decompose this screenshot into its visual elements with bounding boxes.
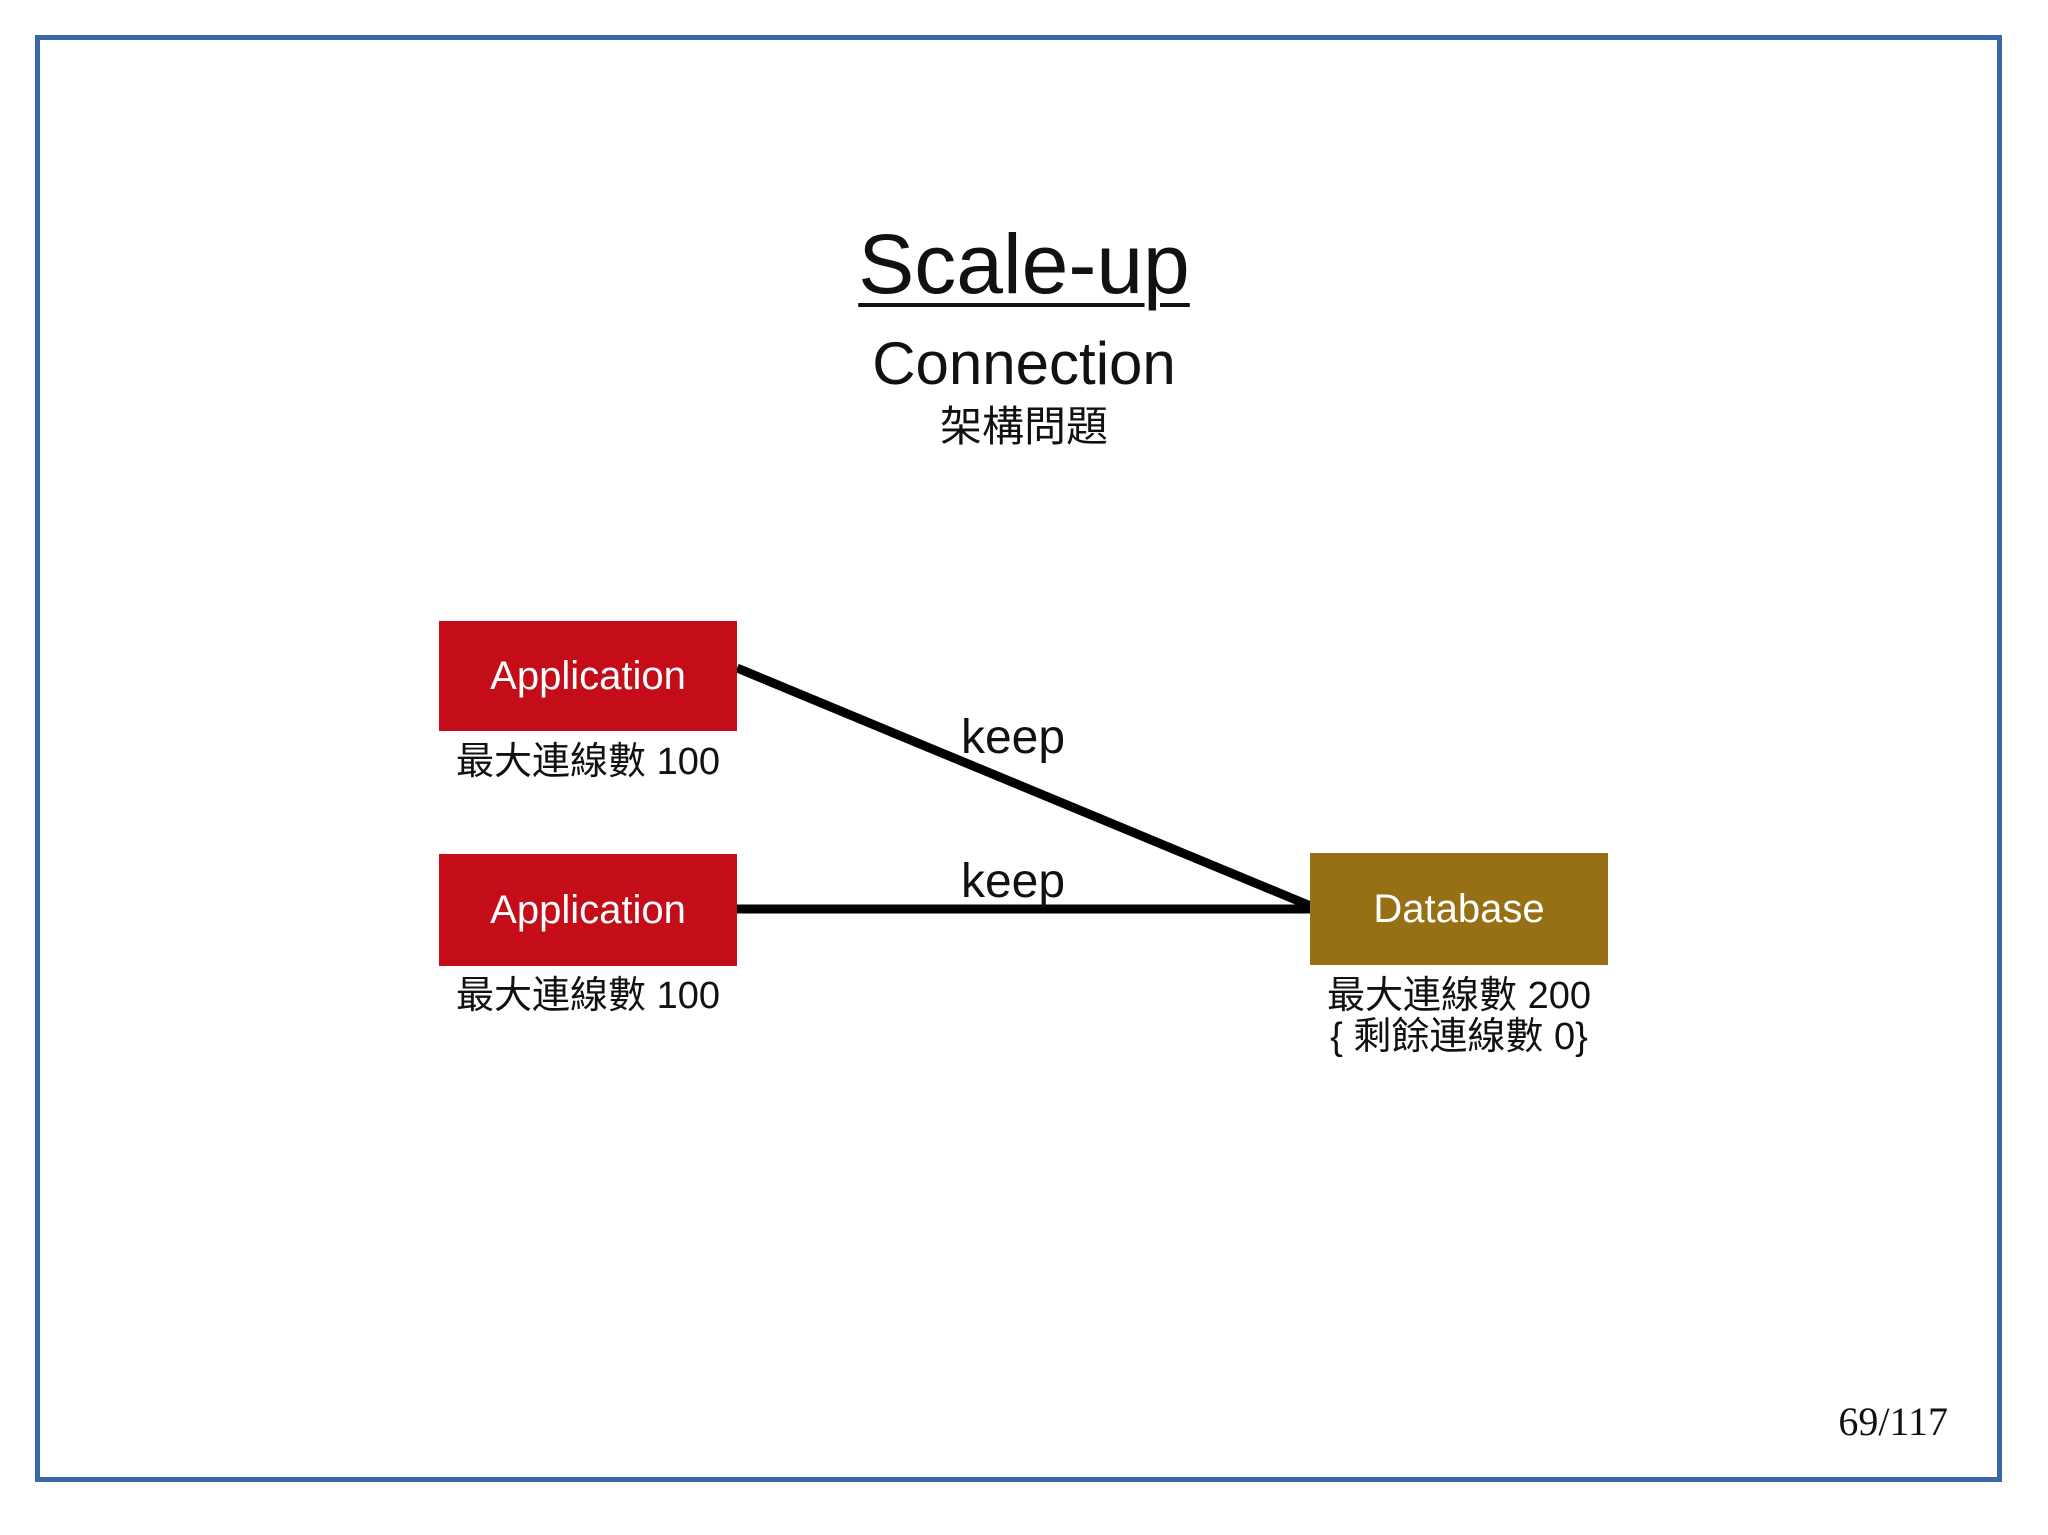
node-database-caption: 最大連線數 200 { 剩餘連線數 0} (1260, 975, 1658, 1059)
node-application-1-caption: 最大連線數 100 (456, 741, 720, 783)
node-database-caption-line2: { 剩餘連線數 0} (1330, 1016, 1588, 1059)
page-number: 69/117 (1838, 1399, 1948, 1444)
node-application-1-label: Application (490, 653, 686, 698)
edge-label-keep-1: keep (960, 711, 1066, 764)
node-database-label: Database (1373, 886, 1545, 931)
node-application-1: Application (439, 621, 737, 731)
node-application-2: Application (439, 854, 737, 966)
node-database-caption-line1: 最大連線數 200 (1327, 975, 1591, 1017)
slide-border (35, 35, 2002, 1482)
edge-label-keep-2: keep (960, 855, 1066, 908)
node-application-2-label: Application (490, 887, 686, 932)
node-application-2-caption: 最大連線數 100 (456, 975, 720, 1017)
slide-subtitle: Connection (872, 330, 1176, 397)
slide-subtitle-cjk: 架構問題 (939, 403, 1108, 450)
node-database: Database (1310, 853, 1608, 965)
slide-title: Scale-up (858, 217, 1190, 311)
